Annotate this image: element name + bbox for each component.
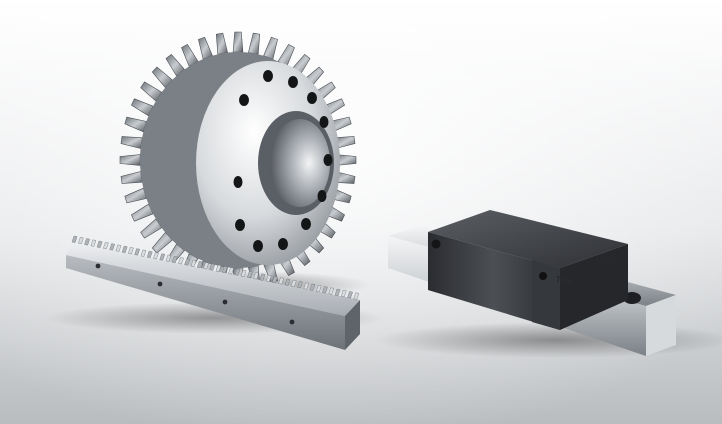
rack-tooth — [165, 254, 172, 262]
bolt-hole — [235, 219, 245, 231]
rack-tooth — [209, 263, 216, 271]
guide-block-side — [560, 244, 628, 330]
rack-tooth — [78, 237, 84, 245]
bolt-hole — [323, 154, 333, 166]
rack-tooth — [128, 247, 134, 255]
rack-hole — [289, 319, 295, 325]
rack-tooth — [215, 264, 222, 272]
rack-tooth — [353, 292, 360, 300]
rack-tooth — [71, 235, 78, 243]
rack-tooth — [190, 259, 197, 267]
rack-tooth — [265, 274, 272, 282]
rack-tooth — [322, 286, 328, 294]
rack-tooth — [228, 267, 234, 275]
rack-tooth — [297, 281, 303, 289]
bolt-hole — [288, 76, 298, 88]
rack-tooth — [340, 289, 347, 298]
rack-top — [66, 242, 360, 316]
rack-hole — [157, 281, 163, 287]
rack-tooth — [290, 279, 297, 288]
guide-block-front — [428, 232, 560, 330]
rack-tooth — [309, 283, 316, 291]
rack-tooth — [234, 268, 241, 276]
rack-tooth — [196, 260, 203, 269]
bolt-hole — [319, 116, 329, 128]
gear-tooth — [232, 31, 244, 53]
rack-tooth — [84, 238, 90, 246]
rack-side — [66, 255, 345, 350]
rack-tooth — [171, 255, 178, 264]
bolt-hole — [239, 94, 249, 106]
guide-block-end-plate — [532, 260, 560, 330]
rack-tooth — [222, 266, 228, 274]
rack-tooth — [153, 252, 159, 260]
rack-tooth — [109, 243, 115, 251]
gear-tooth — [119, 154, 141, 166]
bolt-hole — [301, 218, 311, 230]
rack-tooth — [240, 269, 247, 277]
rack-tooth — [303, 282, 310, 290]
rack-holes — [95, 263, 295, 325]
rack-tooth — [328, 287, 335, 295]
bolt-hole — [263, 70, 273, 82]
mount-screw-icon — [431, 239, 441, 249]
bolt-hole — [307, 92, 317, 104]
guide-block-top — [428, 210, 628, 268]
rack-tooth — [259, 273, 266, 281]
rack-teeth — [71, 235, 360, 300]
rack-tooth — [203, 262, 209, 270]
rack-hole — [222, 299, 228, 305]
bolt-hole — [317, 190, 327, 202]
rack-tooth — [315, 284, 322, 293]
rack-tooth — [134, 248, 140, 256]
linear-guide: THK HK25 — [388, 210, 676, 356]
rack-tooth — [146, 250, 153, 259]
rack-tooth — [253, 272, 259, 280]
guide-rail-end — [646, 295, 676, 356]
rack-tooth — [184, 258, 191, 266]
rack-tooth — [278, 277, 284, 285]
rack-tooth — [334, 288, 341, 296]
bolt-hole — [233, 176, 243, 188]
bolt-hole — [253, 240, 263, 252]
rack-hole — [95, 263, 101, 269]
gear-bolt-holes — [233, 70, 333, 252]
rack-tooth — [96, 240, 103, 248]
rack-tooth — [103, 242, 109, 250]
rack-tooth — [115, 244, 122, 252]
rack-tooth — [284, 278, 291, 286]
brand-engraving: THK — [555, 274, 575, 287]
gear-rack — [66, 235, 360, 350]
grease-nipple-icon — [539, 272, 547, 280]
rack-tooth — [90, 239, 97, 247]
gear-bore-inner — [270, 119, 330, 207]
model-engraving: HK25 — [596, 257, 615, 268]
rack-tooth — [159, 253, 166, 261]
rack-tooth — [121, 245, 128, 253]
rack-tooth — [247, 271, 253, 279]
rack-tooth — [140, 249, 147, 257]
rack-end — [345, 300, 360, 350]
rack-tooth — [178, 257, 184, 265]
rack-tooth — [347, 291, 353, 299]
helical-gear — [119, 31, 357, 289]
rack-tooth — [272, 276, 278, 284]
bolt-hole — [278, 238, 288, 250]
